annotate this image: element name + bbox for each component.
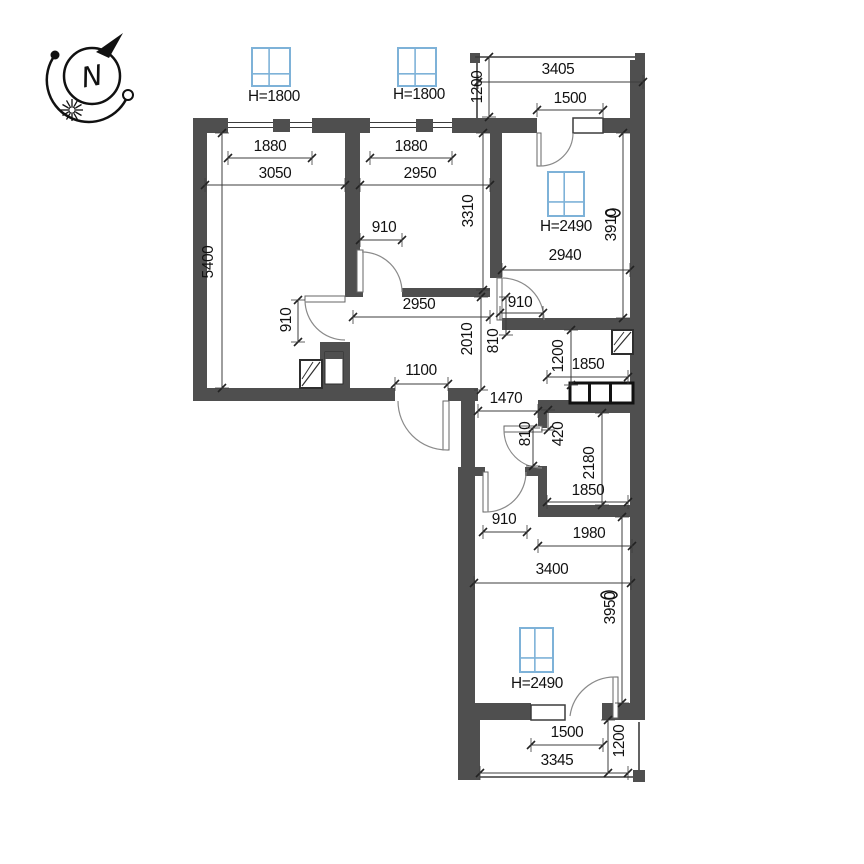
wall (633, 770, 645, 782)
wall (502, 318, 630, 330)
wall (490, 133, 502, 278)
door-swing-arc (503, 429, 543, 469)
wall (345, 288, 363, 297)
sunburst-icon (65, 113, 71, 120)
wardrobe-divider (609, 383, 612, 403)
window-mullion (416, 119, 433, 132)
wall (193, 388, 395, 401)
wall (452, 118, 537, 133)
compass-circle (62, 46, 122, 106)
wardrobe-divider (588, 383, 591, 403)
compass-dot (50, 50, 60, 60)
door-swing-arc (539, 132, 574, 167)
wall (538, 505, 630, 517)
wall (538, 413, 547, 428)
door-leaf (304, 295, 346, 303)
window-sill (530, 704, 566, 721)
compass-ring (122, 89, 134, 101)
lamp-symbol (600, 590, 618, 600)
sunburst-icon (73, 113, 79, 120)
sunburst-icon (62, 103, 69, 109)
door-swing-arc (569, 676, 616, 717)
door-leaf (536, 132, 542, 167)
sunburst-icon (73, 100, 79, 107)
door-swing-arc (501, 277, 545, 321)
wardrobe (568, 381, 635, 405)
window-opening (228, 118, 312, 133)
sunburst-icon (75, 103, 82, 109)
vent-shaft-hatch (301, 361, 321, 387)
north-arrow-icon (96, 33, 123, 58)
door-swing-arc (397, 400, 448, 451)
wall (630, 60, 645, 720)
door-leaf (356, 249, 364, 293)
window-icon (251, 47, 291, 87)
wall (538, 466, 547, 517)
door-swing-arc (485, 471, 527, 513)
vent-shaft-hatch (613, 331, 632, 353)
wall (458, 703, 480, 780)
door-swing-arc (304, 299, 346, 341)
wall (603, 118, 630, 133)
window-opening (370, 118, 452, 133)
wall (312, 118, 370, 133)
wall (448, 388, 478, 401)
door-leaf (503, 425, 543, 433)
wall (635, 53, 645, 63)
window-mullion (273, 119, 290, 132)
wall (472, 467, 485, 476)
wall (470, 53, 480, 63)
window-icon (547, 171, 585, 217)
sunburst-icon (75, 111, 82, 117)
window-icon (397, 47, 437, 87)
window-sill (572, 117, 604, 134)
window-icon (519, 627, 554, 673)
sunburst-icon (65, 100, 71, 107)
vent-shaft-hatch (613, 331, 625, 346)
wall (193, 118, 228, 133)
door-leaf (442, 400, 450, 451)
sunburst-icon (68, 106, 76, 114)
lamp-symbol (605, 208, 621, 218)
wall (458, 467, 475, 703)
wall (525, 467, 538, 476)
wall (193, 133, 207, 401)
door-leaf (612, 676, 619, 719)
shaft-band (325, 352, 343, 359)
door-leaf (496, 277, 503, 321)
door-swing-arc (361, 251, 403, 293)
wall (402, 288, 490, 297)
sunburst-icon (62, 111, 69, 117)
door-leaf (482, 471, 489, 513)
wall (345, 133, 360, 288)
wall (474, 703, 531, 720)
wall (461, 401, 475, 471)
vent-shaft-hatch (301, 361, 314, 380)
